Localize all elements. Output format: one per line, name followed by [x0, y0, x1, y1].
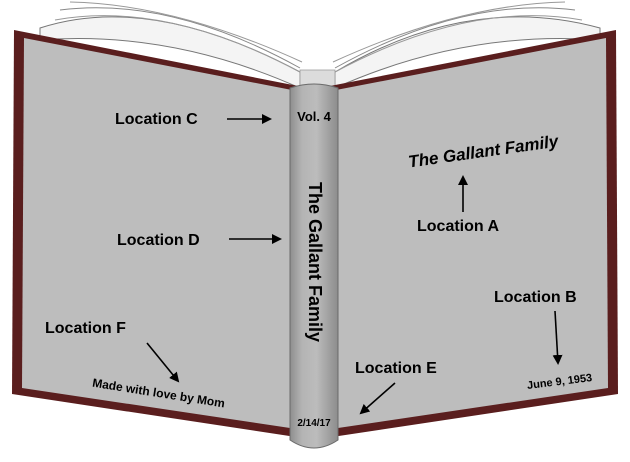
label-location-a: Location A [417, 218, 500, 235]
spine-bottom-text: 2/14/17 [297, 418, 331, 429]
label-location-f: Location F [45, 320, 126, 337]
spine-title: The Gallant Family [305, 182, 325, 342]
label-location-b: Location B [494, 289, 577, 306]
spine-top-text: Vol. 4 [297, 109, 331, 124]
label-location-d: Location D [117, 232, 200, 249]
label-location-c: Location C [115, 111, 198, 128]
label-location-e: Location E [355, 360, 437, 377]
